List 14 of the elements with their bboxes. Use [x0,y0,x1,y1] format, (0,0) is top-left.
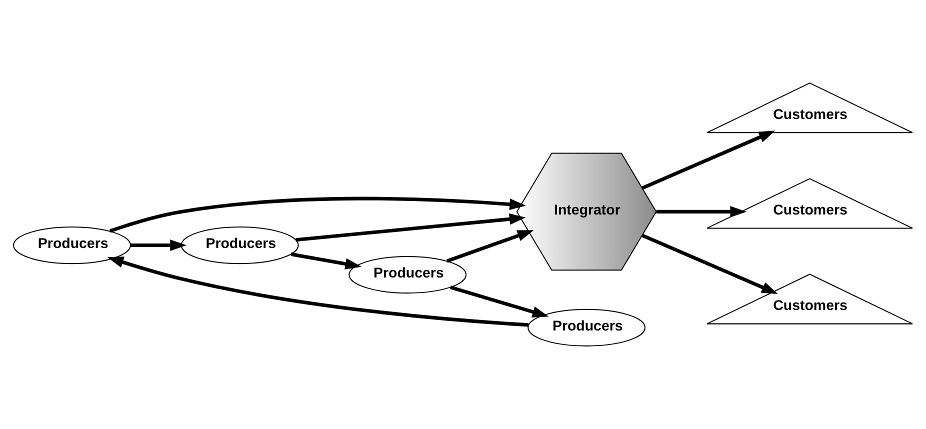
node-ellipse: Producers [528,308,646,346]
arrow [290,252,362,270]
arrow [130,240,186,251]
node-ellipse: Producers [180,226,299,264]
arrow [450,286,549,318]
arrow [109,196,526,233]
arrow [642,234,778,294]
arrow [642,130,776,190]
arrow [446,230,534,263]
arrow [296,213,526,242]
node-ellipse: Producers [13,226,131,264]
arrow [656,206,747,218]
node-ellipse: Producers [348,256,467,294]
arrow [107,256,529,327]
